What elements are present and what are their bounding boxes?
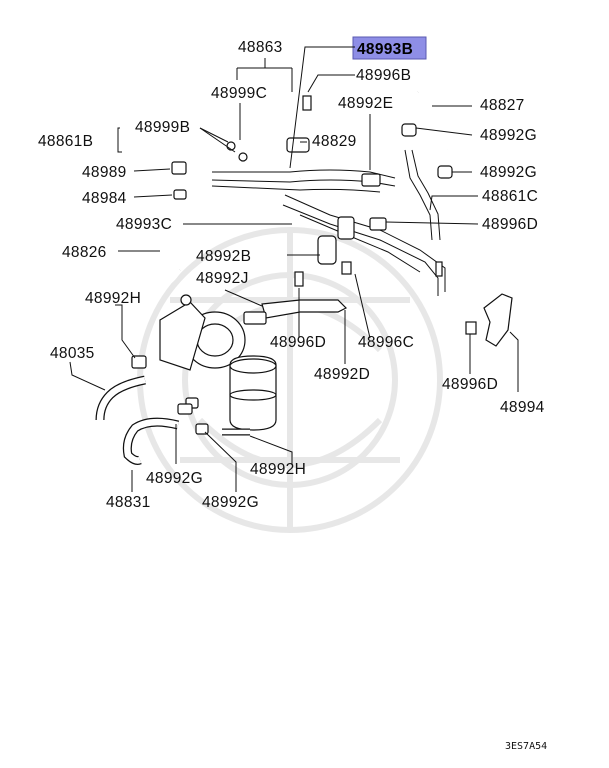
bracket-48994 (483, 293, 513, 347)
label-48992H-a: 48992H (85, 290, 141, 307)
label-48993C: 48993C (116, 216, 172, 233)
label-48996D-b: 48996D (270, 334, 326, 351)
label-48994: 48994 (500, 399, 545, 416)
label-48989: 48989 (82, 164, 127, 181)
label-48831: 48831 (106, 494, 151, 511)
pump-assembly (159, 294, 246, 371)
nut-48984 (173, 189, 187, 200)
label-48992D: 48992D (314, 366, 370, 383)
label-48861B: 48861B (38, 133, 93, 150)
highlight-box (352, 36, 427, 60)
label-48992E: 48992E (338, 95, 393, 112)
label-48996D-c: 48996D (442, 376, 498, 393)
label-48992H-b: 48992H (250, 461, 306, 478)
diagram-code: 3ES7A54 (505, 741, 547, 752)
label-48827: 48827 (480, 97, 525, 114)
bracket-48992J (243, 299, 348, 325)
bolts (294, 95, 477, 335)
label-48861C: 48861C (482, 188, 538, 205)
clamps (131, 123, 453, 435)
label-48984: 48984 (82, 190, 127, 207)
label-48992B: 48992B (196, 248, 251, 265)
o-rings-48999 (226, 141, 248, 162)
pressure-hose-48826 (158, 176, 301, 286)
leader-lines (69, 46, 519, 492)
label-48999B: 48999B (135, 119, 190, 136)
label-48996B: 48996B (356, 67, 411, 84)
nut-48989 (171, 161, 187, 175)
suction-hose-48831 (122, 417, 180, 465)
label-48992J: 48992J (196, 270, 249, 287)
label-48863: 48863 (238, 39, 283, 56)
label-48992G-c: 48992G (146, 470, 203, 487)
label-48035: 48035 (50, 345, 95, 362)
return-pipe-assembly (211, 149, 446, 296)
label-48826: 48826 (62, 244, 107, 261)
reservoir-tank (229, 355, 277, 431)
part-labels: 48863 48993B 48996B 48999C 48992E 48827 … (38, 39, 545, 511)
label-48992G-b: 48992G (480, 164, 537, 181)
label-48992G-d: 48992G (202, 494, 259, 511)
label-48996D-a: 48996D (482, 216, 538, 233)
label-48996C: 48996C (358, 334, 414, 351)
label-48999C: 48999C (211, 85, 267, 102)
suction-hose-48035 (95, 375, 146, 421)
label-48993B-highlighted: 48993B (357, 41, 413, 58)
label-48992G-a: 48992G (480, 127, 537, 144)
label-48829: 48829 (312, 133, 357, 150)
reservoir-hose-48827 (416, 87, 449, 151)
